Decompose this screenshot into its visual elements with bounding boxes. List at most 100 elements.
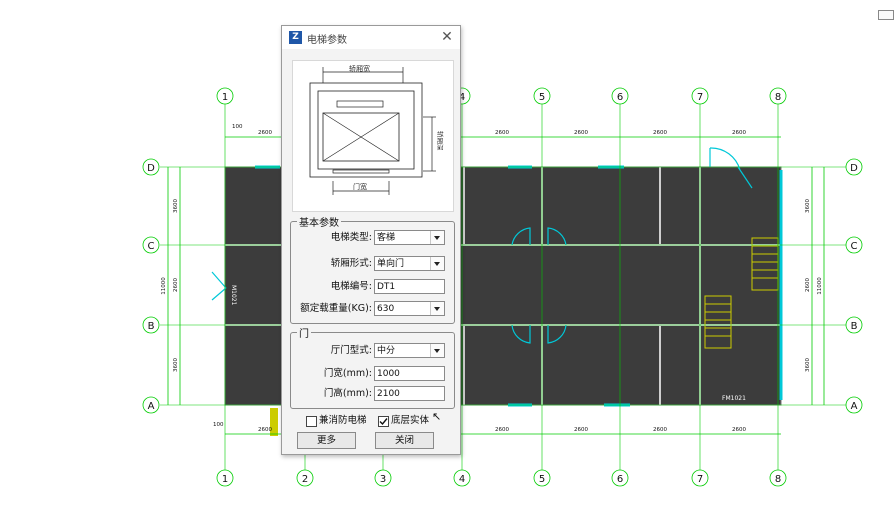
elevator-params-dialog: Z 电梯参数 ✕ 轿厢宽 轿厢深 门宽 基本参数 电梯类型: 客梯 轿厢形式: [281,25,461,455]
bay-dimension: 2600 [653,427,667,433]
door-width-label: 门宽(mm): [323,368,372,379]
car-width-label: 轿厢宽 [349,64,370,73]
car-form-label: 轿厢形式: [330,258,372,269]
axis-label: C [851,241,858,252]
door-type-label: 厅门型式: [330,345,372,356]
door-width-input[interactable]: 1000 [374,366,445,381]
door-height-row: 门高(mm): 2100 [290,385,453,402]
axis-label: 8 [775,92,781,103]
row-dimension: 2600 [805,278,811,292]
axis-label: C [148,241,155,252]
axis-label: 4 [459,474,465,485]
window-label: FM1021 [722,395,746,402]
elevator-type-label: 电梯类型: [330,232,372,243]
wall-tag: M1021 [230,285,237,306]
close-button[interactable]: 关闭 [375,432,434,449]
axis-bubble [611,469,629,487]
axis-bubble [142,236,160,254]
rated-load-row: 额定载重量(KG): 630 [290,300,453,317]
axis-bubble [691,469,709,487]
close-icon[interactable]: ✕ [441,29,453,45]
door-width-label: 门宽 [353,182,367,191]
axis-label: 1 [222,474,228,485]
axis-bubble [142,316,160,334]
total-dimension: 11000 [817,277,823,295]
bay-dimension: 2600 [574,427,588,433]
axis-label: 2 [302,474,308,485]
door-type-value: 中分 [377,346,396,356]
car-form-row: 轿厢形式: 单向门 [290,255,453,272]
door-height-input[interactable]: 2100 [374,386,445,401]
axis-bubble [374,469,392,487]
axis-label: B [148,321,155,332]
base-solid-label[interactable]: 底层实体 [391,415,430,426]
axis-label: 1 [222,92,228,103]
door-width-row: 门宽(mm): 1000 [290,365,453,382]
checkmark-icon [379,418,388,426]
elevator-number-label: 电梯编号: [330,281,372,292]
axis-label: 5 [539,92,545,103]
axis-bubble [533,87,551,105]
row-dimension: 2600 [173,278,179,292]
basic-params-legend: 基本参数 [297,214,341,229]
dialog-titlebar[interactable]: Z 电梯参数 ✕ [282,26,460,49]
axis-label: 6 [617,92,623,103]
row-dimension: 3600 [173,358,179,372]
car-form-value: 单向门 [377,259,405,269]
fire-elevator-label[interactable]: 兼消防电梯 [319,415,367,426]
chevron-down-icon[interactable] [430,344,444,357]
axis-bubble [453,469,471,487]
elevator-number-input[interactable]: DT1 [374,279,445,294]
row-dimension: 3600 [173,199,179,213]
fire-elevator-checkbox[interactable] [306,416,317,427]
elevator-preview: 轿厢宽 轿厢深 门宽 [292,60,454,212]
base-solid-checkbox[interactable] [378,416,389,427]
axis-bubble [769,469,787,487]
elevator-type-select[interactable]: 客梯 [374,230,445,245]
mouse-cursor-icon: ↖ [432,410,442,423]
car-form-select[interactable]: 单向门 [374,256,445,271]
chevron-down-icon[interactable] [430,302,444,315]
bay-dimension: 2600 [495,427,509,433]
axis-bubble [691,87,709,105]
car-depth-label: 轿厢深 [436,131,445,151]
bay-dimension: 2600 [258,130,272,136]
door-type-select[interactable]: 中分 [374,343,445,358]
more-button[interactable]: 更多 [297,432,356,449]
axis-label: B [851,321,858,332]
bay-dimension: 2600 [258,427,272,433]
dialog-title: 电梯参数 [307,35,347,46]
axis-bubble [533,469,551,487]
edge-offset-dimension: 100 [232,124,243,130]
window-restore-tab[interactable] [878,10,894,20]
door-height-label: 门高(mm): [323,388,372,399]
bay-dimension: 2600 [574,130,588,136]
rated-load-value: 630 [377,304,395,314]
axis-label: 4 [459,92,465,103]
column-axes: 1122334455667788 [216,87,787,487]
axis-bubble [216,469,234,487]
axis-bubble [845,316,863,334]
axis-label: D [147,163,155,174]
axis-bubble [845,236,863,254]
door-group: 门 [290,325,455,409]
axis-label: 7 [697,474,703,485]
axis-bubble [769,87,787,105]
chevron-down-icon[interactable] [430,257,444,270]
app-logo-icon: Z [289,31,302,44]
rated-load-select[interactable]: 630 [374,301,445,316]
axis-label: 8 [775,474,781,485]
chevron-down-icon[interactable] [430,231,444,244]
door-group-legend: 门 [297,325,311,340]
axis-label: 3 [380,474,386,485]
doors [211,147,753,344]
axis-bubble [845,158,863,176]
axis-bubble [845,396,863,414]
door-type-row: 厅门型式: 中分 [290,342,453,359]
rated-load-label: 额定载重量(KG): [300,303,372,314]
axis-bubble [142,158,160,176]
axis-label: 7 [697,92,703,103]
elevator-type-row: 电梯类型: 客梯 [290,229,453,246]
axis-bubble [142,396,160,414]
